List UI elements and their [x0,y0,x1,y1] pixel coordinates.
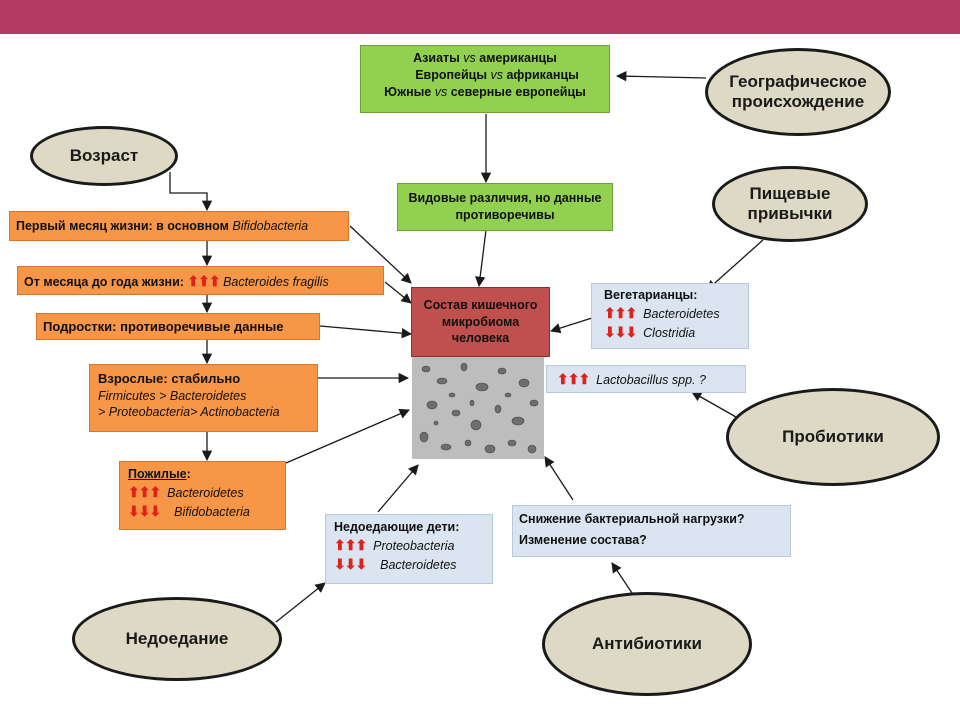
arrow-diet-to-veg [706,239,764,291]
oval-diet: Пищевые привычки [712,166,868,242]
vegetarians-taxon-up: Bacteroidetes [643,306,720,321]
arrow-geo-to-geobox [615,71,707,82]
oval-age-label: Возраст [69,146,139,165]
up-arrows-icon: ⬆⬆⬆ [557,371,590,387]
adults-line-2: > Proteobacteria> Actinobacteria [98,405,280,420]
oval-antibiotics: Антибиотики [542,592,752,696]
antibiotic-line-1: Снижение бактериальной нагрузки? [519,512,745,526]
adults-line-1: Firmicutes > Bacteroidetes [98,388,247,403]
down-arrows-icon: ⬇⬇⬇ [334,555,367,572]
lactobacillus-box: ⬆⬆⬆ Lactobacillus spp. ? [546,365,746,393]
arrow-antibiotics-to-abbox [611,562,633,594]
kids-taxon-down: Bacteroidetes [380,557,457,572]
kids-up-row: ⬆⬆⬆ Proteobacteria [334,536,484,555]
oval-diet-label: Пищевые привычки [747,184,833,223]
oval-age: Возраст [30,126,178,186]
elderly-taxon-up: Bacteroidetes [167,485,244,500]
arrow-probiotics-to-lacto [691,391,737,418]
arrow-month-year-to-center [384,281,412,304]
geo-line-1: Азиаты vs американцы [413,51,557,65]
adults-title: Взрослые: стабильно [98,371,241,386]
arrow-species-to-center [475,229,487,288]
elderly-colon: : [186,467,191,481]
month-to-year-box: От месяца до года жизни: ⬆⬆⬆ Bacteroides… [17,266,384,295]
gut-microbiome-text: Состав кишечного микробиома человека [423,297,538,346]
arrow-elderly-to-micro [285,408,410,464]
vegetarians-down-row: ⬇⬇⬇ Clostridia [604,323,736,342]
vegetarians-up-row: ⬆⬆⬆ Bacteroidetes [604,304,736,323]
elderly-title: Пожилые [128,467,187,481]
geo-box: Азиаты vs американцы Европейцы vs африка… [360,45,610,113]
vegetarians-taxon-down: Clostridia [643,325,696,340]
kids-taxon-up: Proteobacteria [373,538,455,553]
month-to-year-text: От месяца до года жизни: [24,275,188,289]
oval-malnutrition: Недоедание [72,597,282,681]
malnourished-kids-box: Недоедающие дети: ⬆⬆⬆ Proteobacteria ⬇⬇⬇… [325,514,493,584]
antibiotic-line-2: Изменение состава? [519,532,647,547]
oval-probiotics-label: Пробиотики [782,427,884,446]
arrow-malnutrition-to-kids [275,582,326,623]
teens-text: Подростки: противоречивые данные [43,319,284,334]
down-arrows-icon: ⬇⬇⬇ [128,502,161,519]
geo-line-3: Южные vs северные европейцы [384,84,586,99]
arrow-teens-to-center [319,325,413,339]
oval-probiotics: Пробиотики [726,388,940,486]
elderly-down-row: ⬇⬇⬇ Bifidobacteria [128,502,277,521]
up-arrows-icon: ⬆⬆⬆ [604,304,637,321]
oval-malnutrition-label: Недоедание [125,629,229,648]
species-differences-text: Видовые различия, но данные противоречив… [408,191,602,222]
species-differences-box: Видовые различия, но данные противоречив… [397,183,613,231]
gut-microbiome-box: Состав кишечного микробиома человека [411,287,550,357]
oval-antibiotics-label: Антибиотики [592,634,702,653]
elderly-title-row: Пожилые: [128,466,277,483]
oval-geo-label: Географическое происхождение [729,72,867,111]
arrow-age-to-first-month [169,172,213,212]
vegetarians-box: Вегетарианцы: ⬆⬆⬆ Bacteroidetes ⬇⬇⬇ Clos… [591,283,749,349]
teens-box: Подростки: противоречивые данные [36,313,320,340]
microbiome-micrograph [412,357,544,459]
lactobacillus-text: Lactobacillus spp. ? [596,373,706,387]
antibiotic-effect-box: Снижение бактериальной нагрузки? Изменен… [512,505,791,557]
geo-line-2: Европейцы vs африканцы [415,67,579,82]
up-arrows-icon: ⬆⬆⬆ [334,536,367,553]
arrow-abbox-to-micro [544,456,574,501]
micrograph-texture [412,357,544,459]
adults-box: Взрослые: стабильно Firmicutes > Bactero… [89,364,318,432]
vegetarians-title: Вегетарианцы: [604,288,698,302]
elderly-box: Пожилые: ⬆⬆⬆ Bacteroidetes ⬇⬇⬇ Bifidobac… [119,461,286,530]
up-arrows-icon: ⬆⬆⬆ [187,273,220,289]
elderly-taxon-down: Bifidobacteria [174,504,250,519]
oval-geographic-origin: Географическое происхождение [705,48,891,136]
up-arrows-icon: ⬆⬆⬆ [128,483,161,500]
kids-down-row: ⬇⬇⬇ Bacteroidetes [334,555,484,574]
kids-title: Недоедающие дети: [334,520,460,534]
first-month-text: Первый месяц жизни: в основном [16,219,233,233]
first-month-box: Первый месяц жизни: в основном Bifidobac… [9,211,349,241]
header-bar [0,0,960,34]
arrow-kids-to-micro [377,464,419,513]
arrow-first-month-to-center [349,225,412,284]
arrow-veg-to-center [550,317,593,334]
month-to-year-taxon: Bacteroides fragilis [223,275,329,289]
down-arrows-icon: ⬇⬇⬇ [604,323,637,340]
first-month-taxon: Bifidobacteria [232,219,309,233]
elderly-up-row: ⬆⬆⬆ Bacteroidetes [128,483,277,502]
